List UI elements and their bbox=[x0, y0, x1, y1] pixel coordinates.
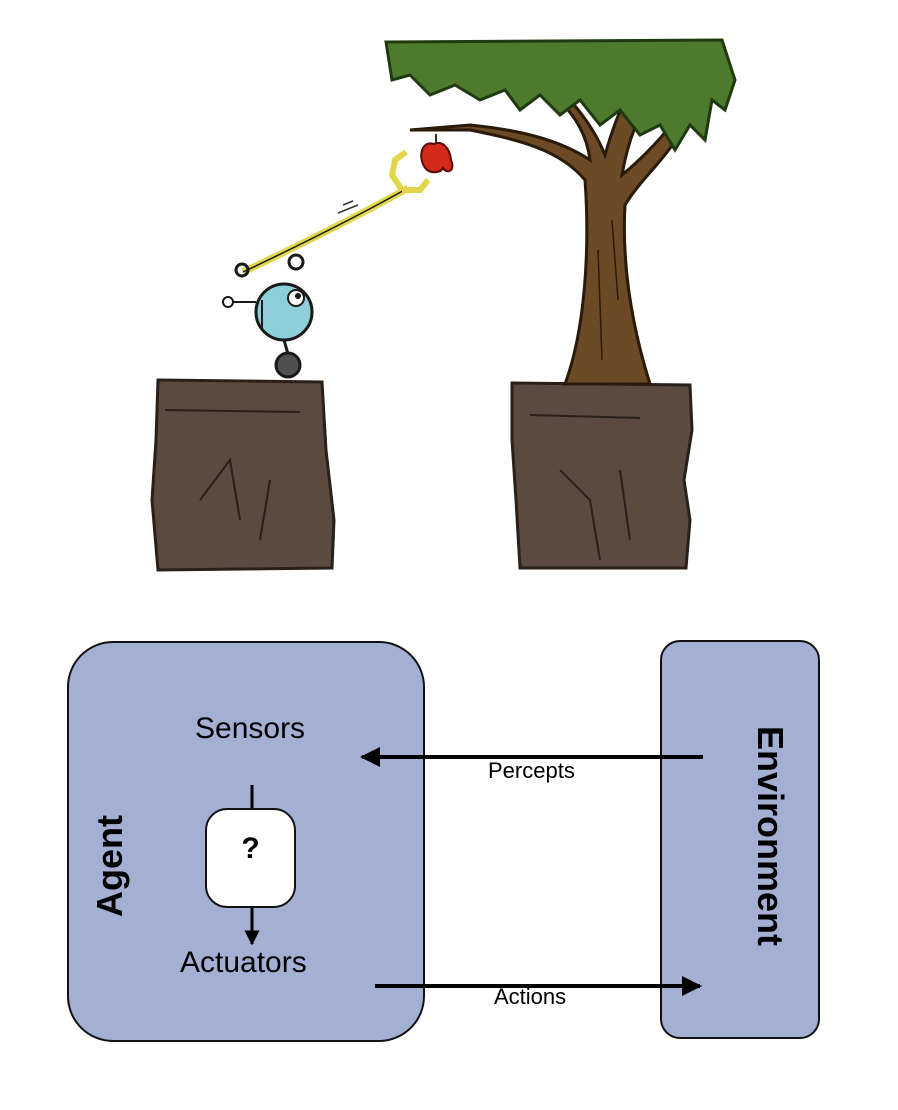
right-cliff bbox=[510, 381, 694, 570]
percepts-label: Percepts bbox=[488, 758, 575, 783]
apple bbox=[420, 134, 454, 174]
sensors-label: Sensors bbox=[195, 712, 306, 745]
robot-apple-illustration bbox=[150, 38, 737, 572]
actions-label: Actions bbox=[494, 984, 567, 1009]
decision-box: ? bbox=[205, 808, 296, 908]
decision-symbol: ? bbox=[241, 832, 260, 865]
robot bbox=[222, 253, 314, 379]
tree-trunk bbox=[409, 76, 684, 386]
tree-foliage bbox=[384, 38, 737, 153]
environment-box bbox=[660, 640, 820, 1039]
robot-arm bbox=[241, 149, 431, 276]
actuators-label: Actuators bbox=[180, 946, 307, 979]
left-cliff bbox=[150, 378, 336, 572]
